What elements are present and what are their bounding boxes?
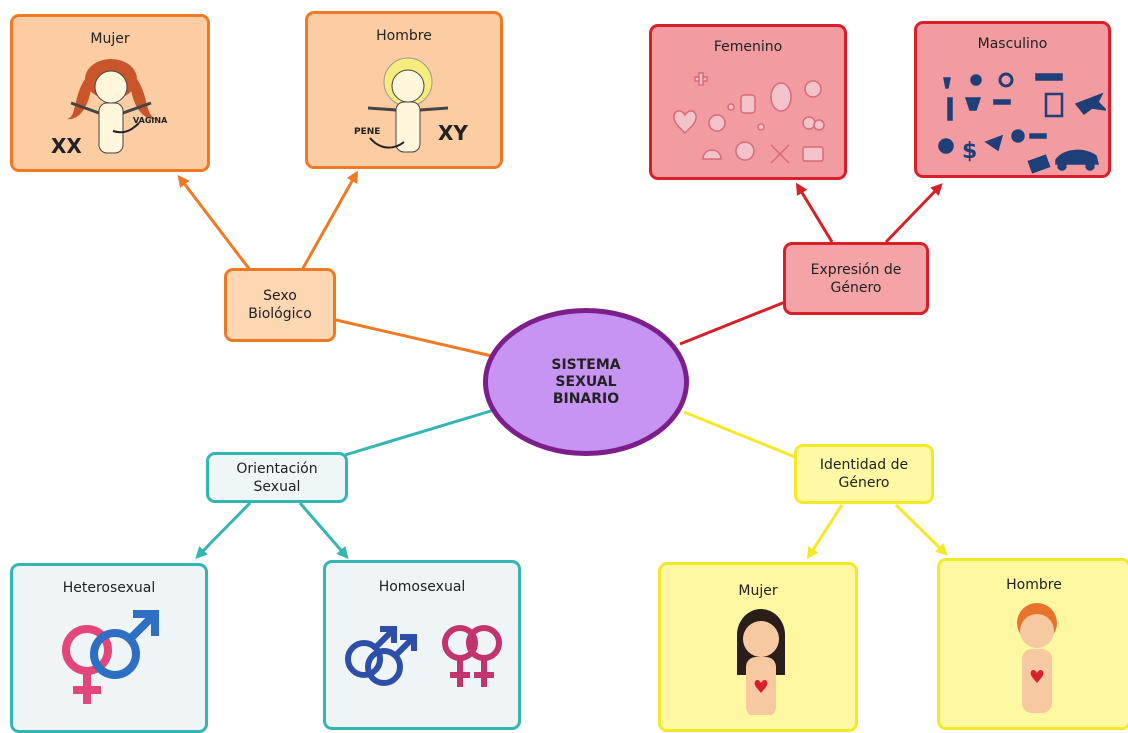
card-homosexual: Homosexual (323, 560, 521, 730)
link-center-expresion (679, 300, 786, 346)
link-center-identidad (683, 410, 796, 459)
identidad-genero-label: Identidad de Género (819, 457, 909, 491)
orientacion-sexual-label: Orientación Sexual (236, 460, 318, 495)
card-sexo-hombre: Hombre XY PENE (305, 11, 503, 169)
card-masculino: Masculino $ (914, 21, 1111, 178)
svg-text:$: $ (962, 139, 977, 164)
female-baby-illustration: XX VAGINA (51, 59, 168, 158)
arrow-expresion-femenino (795, 182, 834, 243)
card-heterosexual: Heterosexual (10, 563, 208, 733)
masculine-icons-collage: $ (938, 72, 1106, 174)
card-femenino: Femenino (649, 24, 847, 180)
card-sexo-hombre-title: Hombre (376, 28, 432, 44)
heterosexual-symbols-icon (62, 610, 159, 704)
arrow-sexo-hombre (300, 170, 358, 271)
card-sexo-mujer: Mujer XX VAGINA (10, 14, 210, 172)
female-homosexual-symbol-icon (442, 625, 502, 687)
expresion-genero-label: Expresión de Género (810, 261, 902, 296)
sexo-biologico-label: Sexo Biológico (248, 288, 312, 322)
card-sexo-mujer-title: Mujer (90, 31, 130, 47)
card-femenino-title: Femenino (713, 39, 783, 55)
male-baby-illustration: XY PENE (354, 57, 468, 153)
arrow-sexo-mujer (177, 174, 252, 271)
expresion-genero-node: Expresión de Género (783, 242, 929, 315)
connectors (177, 170, 948, 560)
boy-figure-illustration (1017, 603, 1057, 713)
pene-label-text: PENE (354, 127, 380, 137)
arrow-identidad-hombre (894, 503, 948, 556)
girl-figure-illustration (737, 609, 785, 715)
card-homosexual-title: Homosexual (378, 579, 466, 595)
card-identidad-hombre: Hombre (937, 558, 1128, 730)
xy-chromosome-text: XY (438, 121, 468, 145)
vagina-label-text: VAGINA (133, 116, 168, 125)
central-node-label: SISTEMA SEXUAL BINARIO (551, 356, 621, 407)
card-heterosexual-title: Heterosexual (62, 580, 156, 596)
card-identidad-mujer-title: Mujer (738, 583, 778, 599)
arrow-expresion-masculino (884, 183, 943, 244)
orientacion-sexual-node: Orientación Sexual (206, 452, 348, 503)
link-center-orientacion (344, 408, 495, 457)
arrow-orientacion-homo (298, 502, 349, 560)
central-node: SISTEMA SEXUAL BINARIO (483, 308, 689, 456)
arrow-identidad-mujer (806, 504, 844, 560)
identidad-genero-node: Identidad de Género (794, 444, 934, 504)
card-identidad-mujer: Mujer (658, 562, 858, 732)
card-identidad-hombre-title: Hombre (1006, 577, 1062, 593)
sexo-biologico-node: Sexo Biológico (224, 268, 336, 342)
card-masculino-title: Masculino (977, 36, 1048, 52)
feminine-icons-collage (673, 72, 825, 164)
link-center-sexo (335, 318, 493, 358)
male-homosexual-symbol-icon (345, 626, 417, 686)
xx-chromosome-text: XX (51, 134, 82, 158)
arrow-orientacion-hetero (195, 501, 252, 559)
